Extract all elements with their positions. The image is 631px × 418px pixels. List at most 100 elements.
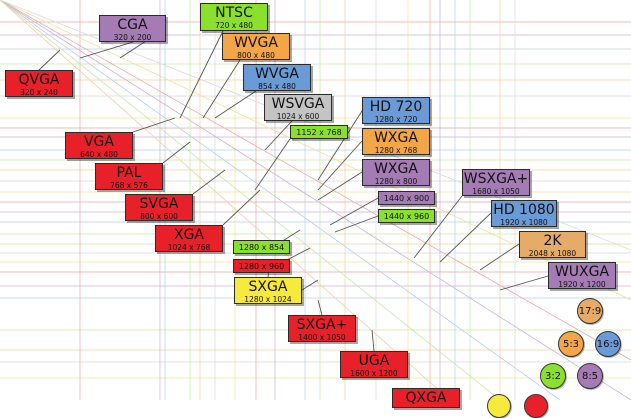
box-hd1080: HD 1080 1920 x 1080: [491, 200, 557, 227]
label-dims: 800 x 480: [237, 51, 275, 60]
box-1152x768: 1152 x 768: [290, 125, 348, 139]
box-pal: PAL 768 x 576: [95, 163, 163, 190]
label-name: WSXGA+: [463, 171, 529, 187]
box-1440x900: 1440 x 900: [378, 191, 435, 205]
leader-line: [38, 49, 61, 71]
label-name: 1280 x 960: [238, 262, 285, 271]
ratio-label: 8:5: [581, 370, 599, 382]
ratio-17-9-circle: 17:9: [577, 298, 603, 324]
label-name: NTSC: [215, 5, 253, 21]
label-name: PAL: [116, 165, 142, 181]
label-name: WSVGA: [271, 96, 325, 112]
label-dims: 640 x 480: [80, 150, 118, 159]
ratio-ray: [0, 0, 631, 361]
label-dims: 320 x 240: [20, 88, 58, 97]
box-wxga-768: WXGA 1280 x 768: [362, 128, 430, 155]
leader-line: [499, 275, 549, 291]
box-wuxga: WUXGA 1920 x 1200: [548, 262, 616, 289]
box-sxga: SXGA 1280 x 1024: [234, 277, 302, 304]
box-wxga-800: WXGA 1280 x 800: [362, 159, 430, 186]
leader-line: [317, 171, 363, 201]
label-dims: 2048 x 1080: [528, 249, 577, 258]
label-name: WVGA: [234, 35, 278, 51]
label-name: WUXGA: [554, 264, 610, 280]
box-wvga-854: WVGA 854 x 480: [243, 64, 311, 91]
label-name: 2K: [543, 233, 562, 249]
ratio-16-9-circle: 16:9: [595, 331, 621, 357]
label-name: QXGA: [405, 390, 447, 406]
ratio-label: 5:3: [562, 338, 580, 350]
ratio-label: 3:2: [544, 370, 562, 382]
label-name: SVGA: [139, 196, 179, 212]
label-dims: 1024 x 600: [276, 112, 320, 121]
leader-line: [413, 195, 463, 259]
leader-line: [479, 243, 520, 271]
leader-line: [214, 90, 257, 119]
box-cga: CGA 320 x 200: [99, 15, 166, 42]
label-dims: 1280 x 800: [374, 177, 418, 186]
label-name: 1280 x 854: [238, 243, 285, 252]
label-dims: 1024 x 768: [167, 243, 211, 252]
label-name: SXGA+: [296, 317, 348, 333]
label-name: 1440 x 900: [383, 194, 430, 203]
label-dims: 1920 x 1080: [500, 218, 548, 227]
leader-line: [222, 189, 261, 226]
ratio-ray: [0, 0, 631, 400]
box-xga: XGA 1024 x 768: [155, 225, 223, 252]
partial-circle-red: [524, 394, 548, 418]
label-name: CGA: [117, 17, 148, 33]
leader-line: [301, 279, 319, 291]
label-dims: 720 x 480: [215, 21, 253, 30]
label-name: VGA: [83, 134, 114, 150]
ratio-8-5-circle: 8:5: [577, 363, 603, 389]
leader-line: [179, 30, 224, 119]
leader-line: [371, 329, 375, 352]
label-dims: 1280 x 768: [374, 146, 418, 155]
leader-line: [254, 138, 291, 191]
label-dims: 768 x 576: [110, 181, 148, 190]
box-1440x960: 1440 x 960: [378, 209, 435, 223]
label-name: XGA: [173, 227, 205, 243]
label-name: WVGA: [255, 66, 299, 82]
label-name: HD 720: [369, 99, 423, 115]
leader-line: [329, 197, 379, 226]
ratio-5-3-circle: 5:3: [558, 331, 584, 357]
label-name: WXGA: [374, 130, 418, 146]
box-hd720: HD 720 1280 x 720: [362, 97, 430, 124]
leader-line: [79, 41, 134, 59]
leader-line: [439, 212, 492, 263]
leader-line: [264, 120, 293, 151]
label-dims: 1920 x 1200: [558, 280, 606, 289]
box-qvga: QVGA 320 x 240: [5, 70, 73, 97]
leader-line: [317, 110, 363, 181]
box-1280x854: 1280 x 854: [233, 240, 290, 254]
label-dims: 854 x 480: [258, 82, 296, 91]
ratio-ray: [0, 0, 451, 400]
label-dims: 800 x 600: [140, 212, 178, 221]
leader-line: [334, 215, 379, 233]
box-uga: UGA 1600 x 1200: [340, 351, 408, 378]
label-name: WXGA: [374, 161, 418, 177]
label-dims: 1280 x 1024: [244, 295, 292, 304]
label-name: SXGA: [248, 279, 288, 295]
leader-line: [317, 299, 323, 316]
ratio-label: 16:9: [596, 338, 620, 350]
label-dims: 1600 x 1200: [350, 369, 398, 378]
label-name: HD 1080: [493, 202, 555, 218]
label-name: 1440 x 960: [383, 212, 430, 221]
label-name: 1152 x 768: [296, 128, 342, 137]
partial-circle-yellow: [487, 394, 511, 418]
leader-line: [202, 59, 241, 119]
ratio-3-2-circle: 3:2: [540, 363, 566, 389]
box-vga: VGA 640 x 480: [65, 132, 133, 159]
ratio-ray: [0, 0, 561, 400]
box-qxga: QXGA: [392, 388, 460, 408]
label-dims: 1280 x 720: [374, 115, 418, 124]
leader-line: [317, 140, 363, 191]
box-wsvga: WSVGA 1024 x 600: [264, 94, 332, 121]
ratio-label: 17:9: [578, 305, 602, 317]
box-svga: SVGA 800 x 600: [125, 194, 193, 221]
box-wsxga-plus: WSXGA+ 1680 x 1050: [462, 169, 530, 196]
box-ntsc: NTSC 720 x 480: [200, 3, 268, 31]
